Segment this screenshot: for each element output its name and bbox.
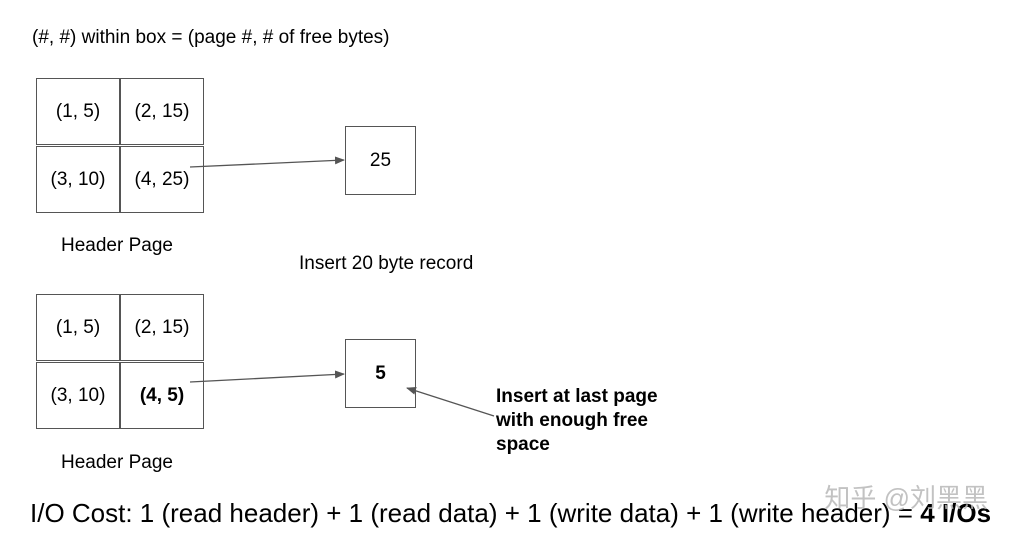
insert-note: Insert at last page with enough free spa… [496, 385, 658, 457]
bottom-header-caption: Header Page [61, 452, 173, 473]
bottom-grid-cell-4: (4, 5) [120, 362, 204, 429]
top-arrow [189, 156, 345, 168]
bottom-grid-cell-2: (2, 15) [120, 294, 204, 361]
bottom-data-page: 5 [345, 339, 416, 408]
bottom-grid-cell-1: (1, 5) [36, 294, 120, 361]
top-data-page: 25 [345, 126, 416, 195]
top-header-caption: Header Page [61, 235, 173, 256]
note-line-2: with enough free [496, 410, 648, 431]
legend-text: (#, #) within box = (page #, # of free b… [32, 27, 390, 48]
io-cost-prefix: I/O Cost: 1 (read header) + 1 (read data… [30, 498, 921, 528]
bottom-arrow [189, 370, 345, 383]
io-cost-line: I/O Cost: 1 (read header) + 1 (read data… [30, 498, 991, 529]
insert-label: Insert 20 byte record [299, 253, 474, 274]
io-cost-total: 4 I/Os [920, 498, 992, 528]
note-arrow [406, 386, 495, 417]
bottom-grid-cell-3: (3, 10) [36, 362, 120, 429]
top-grid-cell-1: (1, 5) [36, 78, 120, 145]
watermark: 知乎 @刘黑黑 [824, 483, 988, 513]
note-line-1: Insert at last page [496, 386, 658, 407]
top-grid-cell-3: (3, 10) [36, 146, 120, 213]
top-grid-cell-4: (4, 25) [120, 146, 204, 213]
top-grid-cell-2: (2, 15) [120, 78, 204, 145]
note-line-3: space [496, 434, 550, 455]
